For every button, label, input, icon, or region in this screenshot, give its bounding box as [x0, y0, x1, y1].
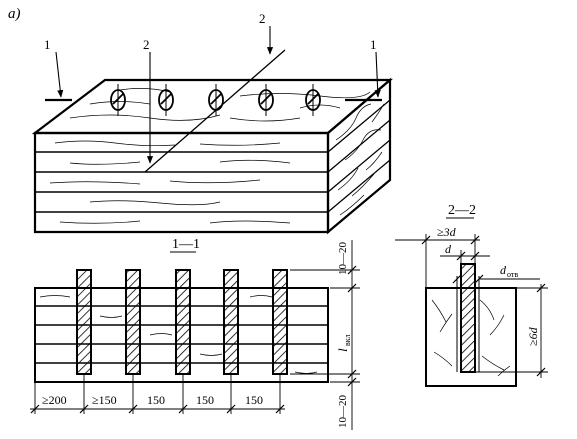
section-2-2-depth-dim: ≥6d [475, 283, 548, 378]
side-face-grain [335, 103, 385, 216]
dowel [76, 269, 92, 375]
side-lamination-lines [327, 99, 391, 213]
section-2-2-top-dims: ≥3d d d отв [395, 225, 540, 288]
dowel-head [158, 84, 174, 116]
section-1-1-grain [39, 295, 318, 374]
callout-label-2-left: 2 [143, 37, 150, 52]
dim-bottom-2: 150 [147, 393, 165, 407]
dim-depth: ≥6d [526, 326, 540, 346]
callout-label-2-top: 2 [259, 11, 266, 26]
section-line-2-2 [144, 49, 286, 173]
dim-bottom-4: 150 [245, 393, 263, 407]
dowel [272, 269, 288, 375]
dowel-head [305, 84, 321, 116]
front-lamination-lines [35, 151, 328, 213]
dowel-head [258, 84, 274, 116]
dim-bottom-0: ≥200 [42, 393, 67, 407]
section-2-2: 2—2 ≥3d d [395, 203, 548, 387]
callout-arrow-1-right [374, 51, 381, 98]
section-1-1-vertical-dims: 10—20 10—20 l вкл [290, 240, 360, 430]
dowel-head [208, 84, 224, 116]
section-1-1-dowels [76, 269, 288, 375]
callout-arrow-1-left [55, 51, 64, 98]
top-face-grain [69, 88, 371, 122]
callout-label-1-right: 1 [370, 37, 377, 52]
section-2-2-grain [431, 299, 511, 377]
callout-label-1-left: 1 [44, 37, 51, 52]
dowel [125, 269, 141, 375]
dim-bottom-3: 150 [196, 393, 214, 407]
dim-length-sub: вкл [343, 334, 352, 346]
dim-hole-main: d [500, 263, 507, 277]
section-2-2-title: 2—2 [448, 203, 476, 218]
dim-bottom-1: ≥150 [92, 393, 117, 407]
dim-length-main: l [335, 348, 350, 352]
glued-timber-block-3d [31, 49, 393, 235]
dowel-side [460, 263, 476, 373]
dim-diameter: d [445, 242, 452, 256]
section-1-1: 1—1 [30, 237, 360, 430]
panel-label: а) [8, 6, 21, 22]
dowel [223, 269, 239, 375]
section-1-1-title: 1—1 [172, 237, 200, 252]
dim-top-gap: 10—20 [337, 242, 349, 276]
dim-hole-spacing: ≥3d [437, 225, 457, 239]
front-face-grain [49, 140, 291, 224]
dowel-head [110, 84, 126, 116]
dim-bottom-gap: 10—20 [337, 395, 349, 429]
callouts: 1 1 2 2 [44, 11, 381, 164]
dowel [175, 269, 191, 375]
dim-hole-sub: отв [507, 270, 518, 279]
section-1-1-horizontal-dims: ≥200 ≥150 150 150 150 [30, 374, 285, 414]
